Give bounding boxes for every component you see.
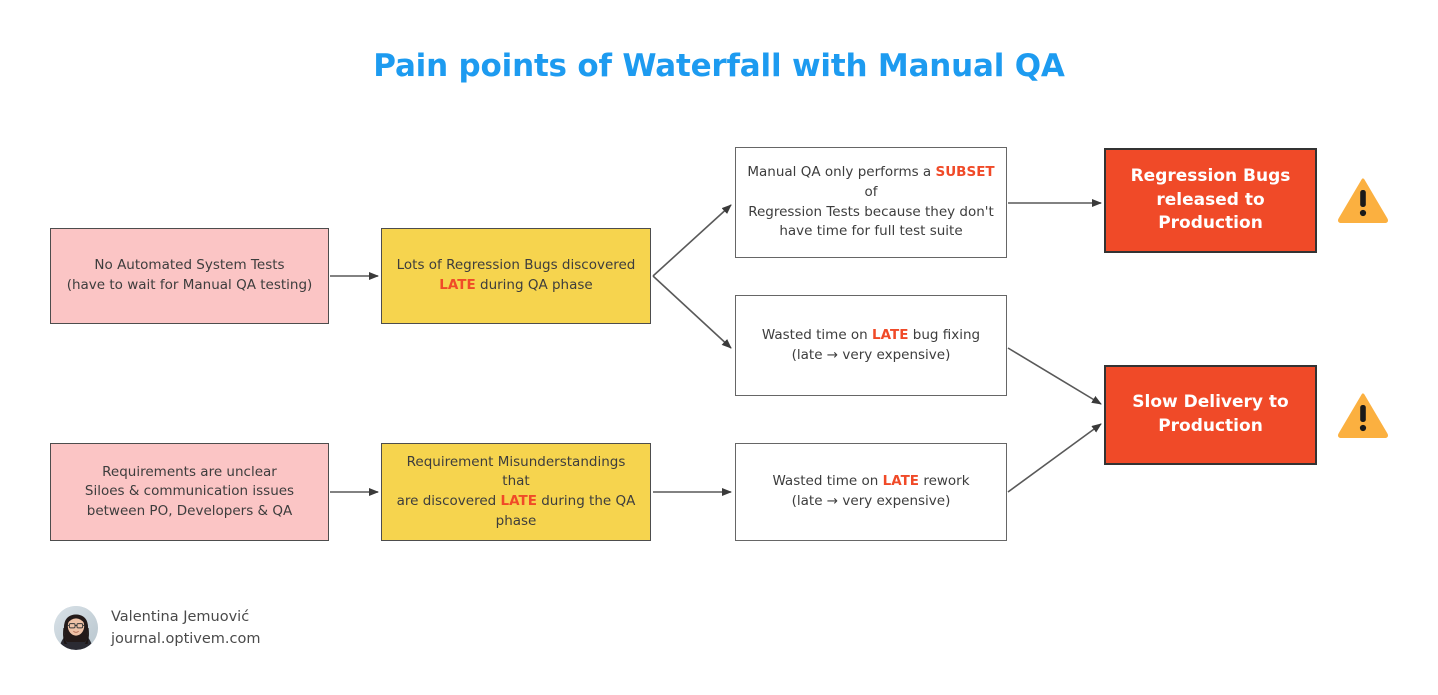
node-text-line: No Automated System Tests xyxy=(94,257,285,274)
warning-triangle-icon xyxy=(1338,393,1388,438)
footer-site-url: journal.optivem.com xyxy=(111,630,261,647)
page-title: Pain points of Waterfall with Manual QA xyxy=(373,48,1065,84)
node-text-line: Requirement Misunderstandings that xyxy=(406,453,626,490)
node-text-line: (late → very expensive) xyxy=(791,493,951,509)
node-text-line: Wasted time on xyxy=(772,473,883,490)
node-text-line: released to xyxy=(1156,189,1265,210)
node-requirement-misunderstandings: Requirement Misunderstandings that are d… xyxy=(381,443,651,541)
node-text-line: (have to wait for Manual QA testing) xyxy=(66,277,313,293)
node-text-line: have time for full test suite xyxy=(779,223,963,240)
node-text-line: during QA phase xyxy=(475,277,593,293)
node-text-line: Slow Delivery to xyxy=(1132,392,1289,413)
node-no-automated-system-tests: No Automated System Tests (have to wait … xyxy=(50,228,329,324)
arrow-regression-to-subset xyxy=(652,204,732,277)
node-text-line: are discovered xyxy=(396,493,501,509)
node-text-line: Production xyxy=(1158,213,1263,234)
node-manual-qa-performs-subset: Manual QA only performs a SUBSET of Regr… xyxy=(735,147,1007,258)
footer-author-credit: Valentina Jemuović journal.optivem.com xyxy=(54,606,261,650)
node-regression-bugs-released-to-production: Regression Bugs released to Production xyxy=(1104,148,1317,253)
node-text-line: between PO, Developers & QA xyxy=(86,502,293,519)
node-text-line: of xyxy=(864,183,878,200)
node-text-line: Regression Tests because they don't xyxy=(748,203,994,220)
highlight-late: LATE xyxy=(872,326,909,343)
node-text-line: (late → very expensive) xyxy=(791,346,951,363)
node-wasted-time-late-rework: Wasted time on LATE rework (late → very … xyxy=(735,443,1007,541)
highlight-late: LATE xyxy=(882,473,920,490)
node-requirements-are-unclear: Requirements are unclear Siloes & commun… xyxy=(50,443,329,541)
arrow-regression-to-bugfix xyxy=(652,275,732,349)
node-text-line: Regression Bugs xyxy=(1130,165,1291,186)
node-text-line: Siloes & communication issues xyxy=(84,483,295,500)
highlight-late: LATE xyxy=(500,493,537,509)
arrow-rework-to-slow xyxy=(1007,423,1102,493)
highlight-subset: SUBSET xyxy=(935,164,995,181)
highlight-late: LATE xyxy=(439,277,476,293)
node-text-line: Production xyxy=(1158,416,1263,436)
node-text-line: rework xyxy=(919,473,970,490)
node-text-line: Manual QA only performs a xyxy=(747,164,936,181)
node-slow-delivery-to-production: Slow Delivery to Production xyxy=(1104,365,1317,465)
node-wasted-time-late-bug-fixing: Wasted time on LATE bug fixing (late → v… xyxy=(735,295,1007,396)
node-text-line: Requirements are unclear xyxy=(102,463,277,480)
node-text-line: phase xyxy=(495,512,537,529)
node-text-line: Wasted time on xyxy=(761,326,873,343)
avatar xyxy=(54,606,98,650)
node-text-line: Lots of Regression Bugs discovered xyxy=(396,257,636,274)
node-text-line: bug fixing xyxy=(908,326,981,343)
footer-author-name: Valentina Jemuović xyxy=(111,608,250,625)
node-lots-of-regression-bugs: Lots of Regression Bugs discovered LATE … xyxy=(381,228,651,324)
warning-triangle-icon xyxy=(1338,178,1388,223)
arrow-bugfix-to-slow xyxy=(1007,347,1102,405)
node-text-line: during the QA xyxy=(536,493,636,509)
